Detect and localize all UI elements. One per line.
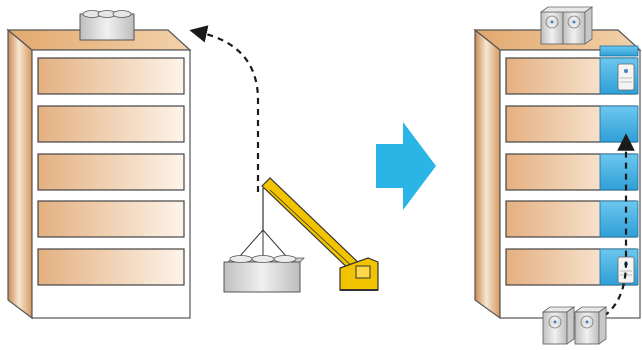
shaft-indoor-unit-bottom — [617, 256, 635, 284]
shaft-route-path-arrow — [603, 133, 635, 317]
left-building — [6, 28, 192, 320]
left-rooftop-unit — [79, 10, 135, 41]
crane-lift-path-arrow — [189, 25, 260, 192]
rooftop-fan-3 — [112, 10, 132, 18]
crane — [239, 177, 379, 291]
left-building-floors — [37, 57, 185, 286]
ground-unit-on-crane — [223, 255, 305, 293]
left-floor-1 — [37, 57, 185, 95]
shaft-floor-2 — [599, 105, 639, 143]
shaft-indoor-unit-top — [617, 63, 635, 91]
left-floor-5 — [37, 248, 185, 286]
ground-unit-fan-1 — [229, 255, 253, 263]
transition-arrow — [376, 122, 436, 210]
left-floor-3 — [37, 153, 185, 191]
left-building-side-wall — [7, 28, 33, 320]
left-floor-4 — [37, 200, 185, 238]
right-ground-units — [541, 306, 608, 345]
ground-unit-fan-3 — [273, 255, 297, 263]
ground-module-2 — [573, 306, 608, 345]
ground-module-1 — [541, 306, 576, 345]
shaft-top — [599, 45, 639, 57]
left-floor-2 — [37, 105, 185, 143]
right-rooftop-unit — [539, 6, 594, 45]
shaft-floor-3 — [599, 153, 639, 191]
ground-unit-fan-2 — [251, 255, 275, 263]
right-building-side-wall — [474, 28, 501, 320]
shaft-floor-4 — [599, 200, 639, 238]
right-building — [473, 28, 642, 320]
